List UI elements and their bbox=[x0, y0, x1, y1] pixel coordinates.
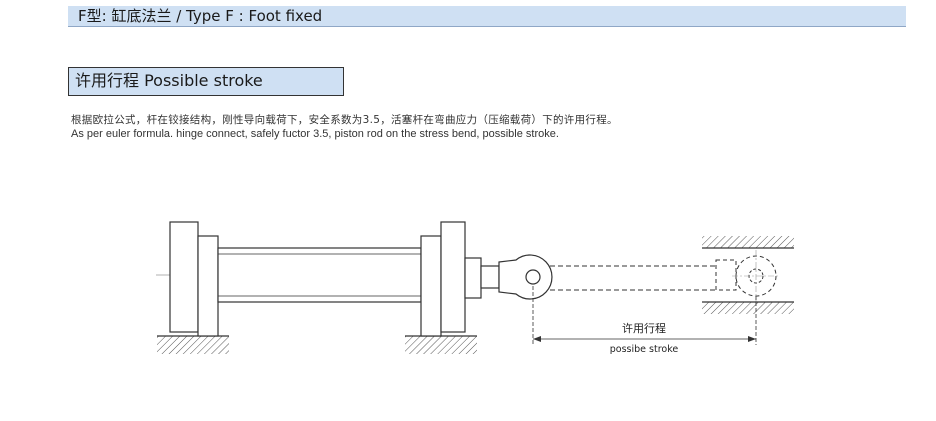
rod-gland bbox=[464, 257, 482, 299]
left-cap bbox=[197, 235, 219, 337]
stroke-label-en: possibe stroke bbox=[610, 344, 679, 355]
rod-eye-pin bbox=[525, 269, 541, 285]
right-cap bbox=[420, 235, 442, 337]
guide-hatch-top bbox=[702, 236, 794, 248]
description-english: As per euler formula. hinge connect, saf… bbox=[71, 128, 559, 140]
ground-hatch-right bbox=[405, 336, 477, 354]
description-chinese: 根据欧拉公式，杆在铰接结构，刚性导向载荷下，安全系数为3.5，活塞杆在弯曲应力（… bbox=[71, 114, 618, 126]
right-foot-flange bbox=[440, 221, 466, 333]
stroke-label-cn: 许用行程 bbox=[622, 322, 666, 335]
extended-rod-end bbox=[715, 259, 737, 291]
section-heading: 许用行程 Possible stroke bbox=[68, 67, 344, 96]
cylinder-diagram: 许用行程 possibe stroke bbox=[156, 221, 794, 355]
piston-rod bbox=[480, 265, 500, 289]
header-bar: F型: 缸底法兰 / Type F : Foot fixed bbox=[68, 6, 906, 27]
section-title: 许用行程 Possible stroke bbox=[75, 71, 263, 90]
left-foot-flange bbox=[169, 221, 199, 333]
guide-hatch-bottom bbox=[702, 302, 794, 314]
cylinder-barrel bbox=[217, 247, 422, 303]
ground-hatch-left bbox=[157, 336, 229, 354]
page-title: F型: 缸底法兰 / Type F : Foot fixed bbox=[78, 7, 323, 25]
